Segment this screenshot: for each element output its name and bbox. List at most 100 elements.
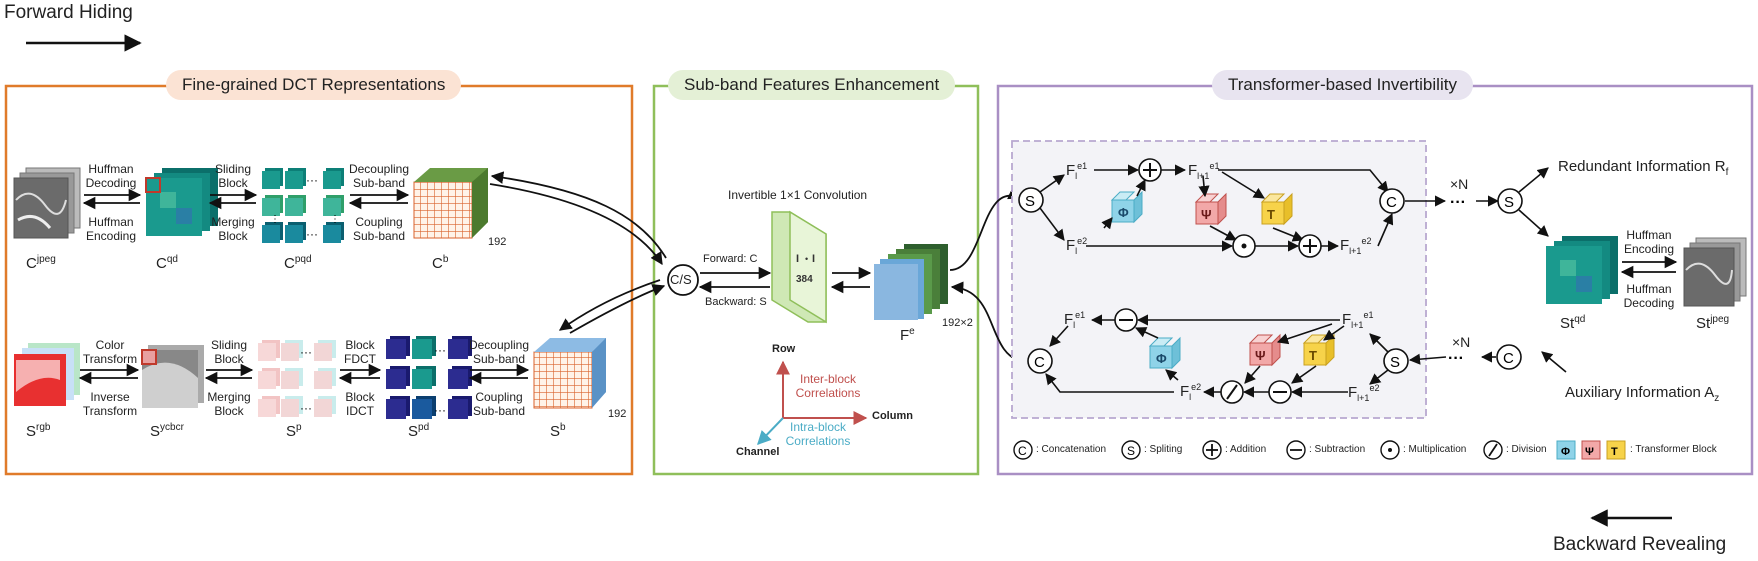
svg-text:C: C — [1018, 444, 1027, 458]
c-jpeg-image — [13, 167, 81, 239]
label-invertible-conv: Invertible 1×1 Convolution — [728, 188, 868, 202]
axis-column-label: Column — [872, 410, 913, 422]
var-s-ycbcr: Sycbcr — [150, 422, 184, 440]
s-ycbcr-image — [141, 345, 204, 408]
svg-text:···: ··· — [1448, 350, 1464, 367]
times-n-top: ×N — [1450, 176, 1469, 192]
var-f1-e2-top: Fle2 — [1066, 236, 1088, 256]
concat-node-right — [1496, 344, 1522, 370]
cs-node-label: C/S — [670, 272, 692, 287]
label-auxiliary-information: Auxiliary Information Az — [1565, 384, 1720, 404]
var-c-pqd: Cpqd — [284, 254, 312, 272]
svg-text:S: S — [1390, 354, 1400, 371]
phi-block-top: Φ — [1110, 190, 1143, 224]
label-intra-block: Intra-block Correlations — [785, 420, 851, 448]
transformer-dashed-box — [1011, 140, 1427, 419]
dim-s-b: 192 — [608, 408, 627, 420]
svg-text:C: C — [1034, 354, 1045, 371]
label-redundant-information: Redundant Information Rf — [1558, 158, 1729, 178]
var-c-qd: Cqd — [156, 254, 178, 272]
var-f1-e2-bottom: Fle2 — [1180, 382, 1202, 402]
svg-text:Φ: Φ — [1118, 205, 1129, 220]
svg-text:⋮: ⋮ — [270, 214, 280, 225]
split-node-right — [1497, 188, 1523, 214]
label-backward-s: Backward: S — [705, 296, 767, 308]
svg-text:···: ··· — [300, 345, 312, 359]
var-fe: Fe — [900, 326, 915, 344]
label-huffman-decoding-top: Huffman Decoding — [85, 162, 137, 190]
svg-text:···: ··· — [434, 343, 446, 357]
svg-text:T: T — [1267, 207, 1275, 222]
var-c-b: Cb — [432, 254, 449, 272]
s-p-blocks: ··· ··· — [258, 340, 336, 417]
legend-addition: : Addition — [1225, 444, 1267, 455]
svg-text:Ψ: Ψ — [1201, 207, 1212, 222]
dct-panel-title: Fine-grained DCT Representations — [166, 70, 462, 100]
dim-fe: 192×2 — [942, 317, 973, 329]
s-rgb-image — [14, 343, 80, 406]
concat-node-top — [1379, 188, 1405, 214]
var-fl1-e1-bottom: Fl+1e1 — [1342, 310, 1374, 330]
svg-text:···: ··· — [300, 401, 312, 415]
svg-text:I: I — [796, 253, 799, 265]
svg-text:···: ··· — [1450, 194, 1466, 211]
label-sliding-block-top: Sliding Block — [214, 162, 252, 190]
var-f1-e1-top: Fle1 — [1066, 161, 1088, 181]
label-huffman-decoding-right: Huffman Decoding — [1623, 282, 1675, 310]
svg-text:C: C — [1503, 350, 1514, 367]
forward-hiding-label: Forward Hiding — [4, 2, 133, 23]
times-n-bottom: ×N — [1452, 334, 1471, 350]
backward-revealing-label: Backward Revealing — [1553, 534, 1727, 555]
label-color-transform: Color Transform — [82, 338, 138, 366]
fe-stack — [874, 244, 948, 320]
svg-text:T: T — [1611, 446, 1618, 458]
svg-text:···: ··· — [434, 403, 446, 417]
axis-channel — [757, 417, 784, 446]
label-block-fdct: Block FDCT — [344, 338, 376, 366]
svg-text:I: I — [812, 253, 815, 265]
st-jpeg-image — [1683, 237, 1747, 307]
svg-text:•: • — [805, 254, 808, 264]
s-pd-blocks: ··· ··· — [386, 336, 472, 419]
legend-multiplication: : Multiplication — [1403, 444, 1467, 455]
psi-block-bottom: Ψ — [1248, 333, 1281, 367]
legend-concatenation: : Concatenation — [1036, 444, 1107, 455]
var-st-qd: Stqd — [1560, 314, 1586, 332]
label-inverse-transform: Inverse Transform — [82, 390, 138, 418]
invertible-conv-slab: I • I 384 — [771, 210, 827, 324]
svg-text:S: S — [1025, 193, 1035, 210]
legend-subtraction: : Subtraction — [1309, 444, 1366, 455]
var-f1-e1-bottom: Fle1 — [1064, 310, 1086, 330]
svg-text:⋮: ⋮ — [330, 214, 340, 225]
svg-text:S: S — [1504, 194, 1514, 211]
cs-node — [667, 264, 699, 296]
split-node-bottom — [1383, 348, 1409, 374]
concat-node-bottom — [1027, 348, 1053, 374]
var-s-b: Sb — [550, 422, 566, 440]
phi-block-bottom: Φ — [1148, 336, 1181, 370]
var-fl1-e2-bottom: Fl+1e2 — [1348, 383, 1380, 403]
c-pqd-blocks: ··· ··· ⋮⋮ — [262, 168, 344, 243]
label-merging-block-top: Merging Block — [211, 215, 255, 243]
svg-text:384: 384 — [796, 274, 813, 285]
svg-text:T: T — [1309, 348, 1317, 363]
label-decoupling-bottom: Decoupling Sub-band — [468, 338, 530, 366]
dim-c-b: 192 — [488, 236, 507, 248]
var-s-rgb: Srgb — [26, 422, 51, 440]
var-s-pd: Spd — [408, 422, 430, 440]
st-qd-block — [1546, 236, 1618, 304]
legend-transformer-block: : Transformer Block — [1630, 444, 1717, 455]
s-b-grid — [533, 338, 606, 409]
svg-text:Φ: Φ — [1561, 446, 1570, 458]
var-fl1-e2-top: Fl+1e2 — [1340, 236, 1372, 256]
label-forward-c: Forward: C — [703, 253, 758, 265]
svg-text:Ψ: Ψ — [1255, 348, 1266, 363]
c-b-grid — [413, 168, 488, 239]
label-huffman-encoding-right: Huffman Encoding — [1623, 228, 1675, 256]
subband-panel-title: Sub-band Features Enhancement — [668, 70, 956, 100]
svg-text:···: ··· — [306, 173, 318, 187]
label-block-idct: Block IDCT — [345, 390, 375, 418]
label-huffman-encoding-top: Huffman Encoding — [85, 215, 137, 243]
label-coupling-bottom: Coupling Sub-band — [472, 390, 526, 418]
